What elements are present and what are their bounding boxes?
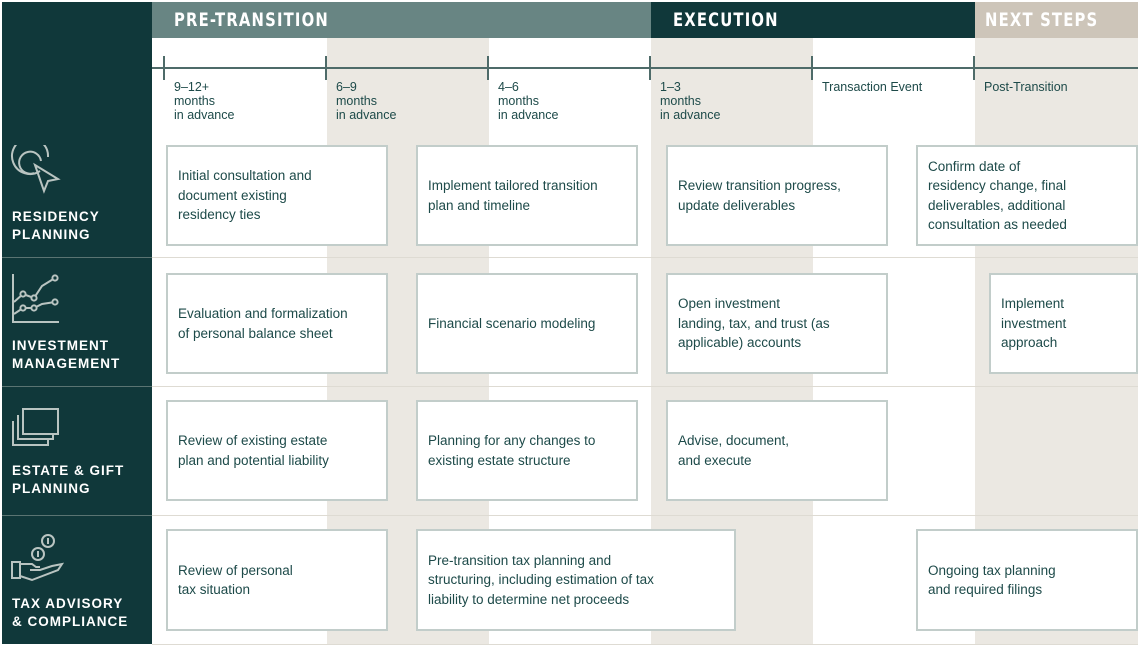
timeline-label: Post-Transition bbox=[984, 80, 1068, 94]
task-card: Evaluation and formalization of personal… bbox=[166, 273, 388, 374]
timeline-tick bbox=[973, 56, 975, 80]
task-card: Implement investment approach bbox=[989, 273, 1138, 374]
row-label-investment-management: INVESTMENT MANAGEMENT bbox=[12, 338, 121, 371]
task-card: Review of personal tax situation bbox=[166, 529, 388, 631]
task-card: Planning for any changes to existing est… bbox=[416, 400, 638, 501]
task-card: Review transition progress, update deliv… bbox=[666, 145, 888, 246]
row-label-tax-advisory-compliance: TAX ADVISORY & COMPLIANCE bbox=[12, 596, 129, 629]
timeline-tick bbox=[163, 56, 165, 80]
sidebar-divider bbox=[2, 515, 152, 516]
row-label-estate-gift-planning: ESTATE & GIFT PLANNING bbox=[12, 463, 125, 496]
row-divider bbox=[152, 257, 1138, 258]
task-card: Ongoing tax planning and required filing… bbox=[916, 529, 1138, 631]
task-card: Open investment landing, tax, and trust … bbox=[666, 273, 888, 374]
phase-header-next-steps: NEXT STEPS bbox=[975, 2, 1138, 38]
task-card: Pre-transition tax planning and structur… bbox=[416, 529, 736, 631]
timeline-tick bbox=[325, 56, 327, 80]
row-divider bbox=[152, 515, 1138, 516]
timeline-tick bbox=[649, 56, 651, 80]
task-card: Advise, document, and execute bbox=[666, 400, 888, 501]
row-divider bbox=[152, 644, 1138, 645]
timeline-label: 1–3 months in advance bbox=[660, 80, 721, 122]
timeline-label: Transaction Event bbox=[822, 80, 923, 94]
row-divider bbox=[152, 386, 1138, 387]
timeline-label: 9–12+ months in advance bbox=[174, 80, 235, 122]
timeline-tick bbox=[811, 56, 813, 80]
timeline-tick bbox=[487, 56, 489, 80]
stacked-documents-icon bbox=[12, 408, 59, 446]
phase-header-pre-transition: PRE-TRANSITION bbox=[152, 2, 651, 38]
task-card: Initial consultation and document existi… bbox=[166, 145, 388, 246]
task-card: Implement tailored transition plan and t… bbox=[416, 145, 638, 246]
timeline-axis bbox=[152, 67, 1138, 69]
phase-header-execution: EXECUTION bbox=[651, 2, 975, 38]
task-card: Review of existing estate plan and poten… bbox=[166, 400, 388, 501]
task-card: Financial scenario modeling bbox=[416, 273, 638, 374]
sidebar-divider bbox=[2, 257, 152, 258]
task-card: Confirm date of residency change, final … bbox=[916, 145, 1138, 246]
target-cursor-icon bbox=[11, 145, 61, 194]
hand-coins-icon bbox=[11, 534, 64, 582]
timeline-label: 6–9 months in advance bbox=[336, 80, 397, 122]
sidebar-divider bbox=[2, 386, 152, 387]
timeline-label: 4–6 months in advance bbox=[498, 80, 559, 122]
line-chart-icon bbox=[12, 274, 59, 323]
row-label-residency-planning: RESIDENCY PLANNING bbox=[12, 209, 100, 242]
